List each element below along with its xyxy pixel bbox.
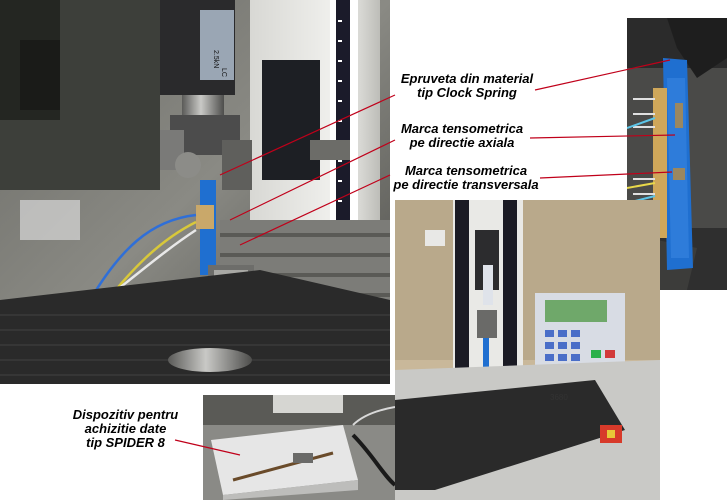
label-daq-device: Dispozitiv pentru achizitie date tip SPI… (68, 408, 183, 450)
label-daq-line2: achizitie date (84, 421, 167, 436)
label-specimen-line1: Epruveta din material (400, 71, 534, 86)
label-specimen: Epruveta din material tip Clock Spring (392, 72, 542, 100)
main-photo-grips: 2.5kN LC (0, 0, 390, 384)
label-transverse-line1: Marca tensometrica (404, 163, 528, 178)
base-serial-text: 3680 (550, 393, 568, 402)
load-cell-rating-text: 2.5kN (212, 50, 219, 68)
label-specimen-line2: tip Clock Spring (417, 85, 517, 100)
label-transverse-gauge: Marca tensometrica pe directie transvers… (386, 164, 546, 192)
label-transverse-line2: pe directie transversala (393, 177, 539, 192)
load-cell-brand-text: LC (220, 68, 227, 77)
spider8-device-photo (203, 395, 395, 500)
label-axial-line1: Marca tensometrica (400, 121, 524, 136)
label-axial-line2: pe directie axiala (409, 135, 515, 150)
machine-overview-photo: 3680 (395, 200, 660, 500)
label-axial-gauge: Marca tensometrica pe directie axiala (392, 122, 532, 150)
label-daq-line1: Dispozitiv pentru (72, 407, 179, 422)
label-daq-line3: tip SPIDER 8 (86, 435, 165, 450)
